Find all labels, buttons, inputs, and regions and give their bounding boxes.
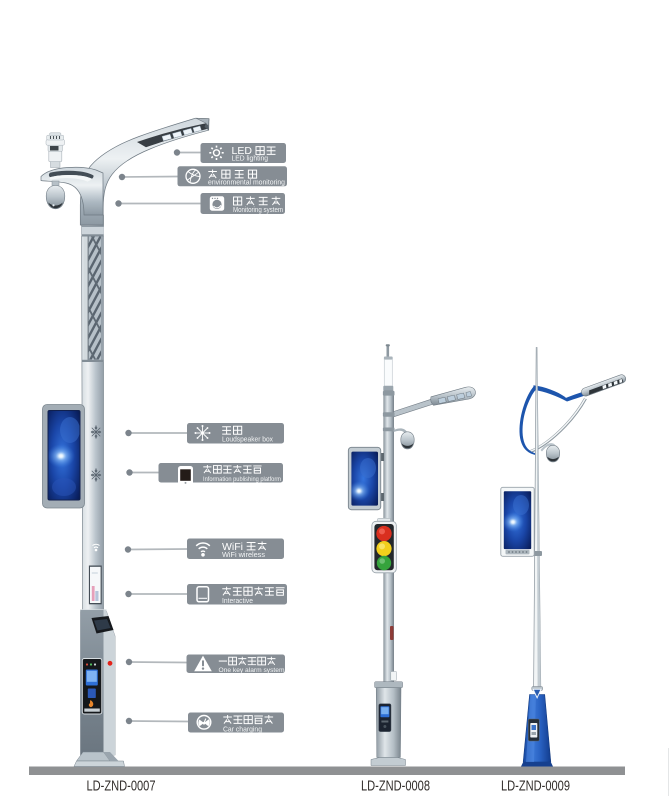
svg-text:WiFi: WiFi (222, 541, 243, 553)
svg-text:WiFi wireless: WiFi wireless (222, 552, 266, 559)
svg-text:Information publishing platfor: Information publishing platform (203, 476, 281, 483)
svg-text:LD-ZND-0008: LD-ZND-0008 (361, 778, 430, 795)
svg-text:Car charging: Car charging (223, 726, 262, 733)
svg-text:LD-ZND-0007: LD-ZND-0007 (87, 778, 156, 795)
svg-text:Interactive: Interactive (222, 598, 253, 605)
svg-text:LED lighting: LED lighting (232, 156, 269, 163)
svg-text:LD-ZND-0009: LD-ZND-0009 (501, 778, 570, 795)
svg-text:LED: LED (232, 145, 253, 157)
svg-text:Loudspeaker box: Loudspeaker box (222, 436, 273, 443)
svg-text:One key alarm system: One key alarm system (219, 667, 285, 674)
svg-text:Monitoring system: Monitoring system (233, 207, 283, 214)
svg-text:environmental monitoring: environmental monitoring (208, 179, 285, 186)
